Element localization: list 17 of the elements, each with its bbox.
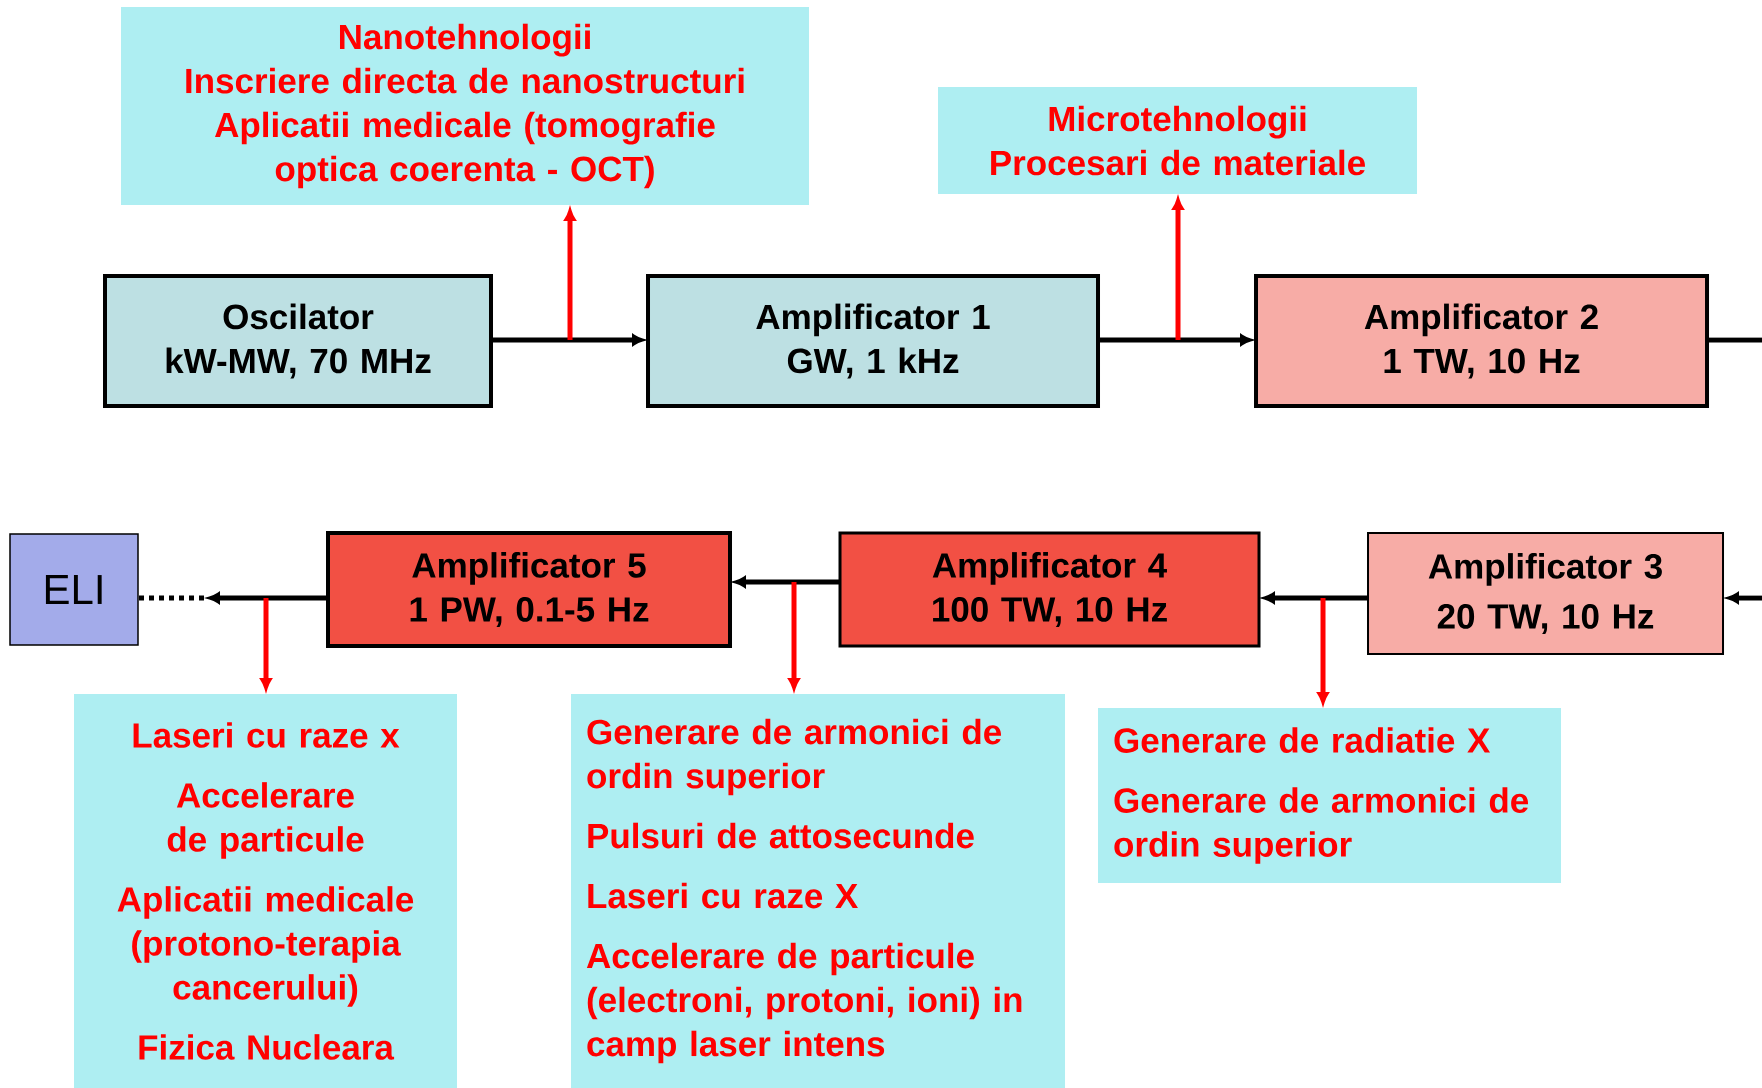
application-box: Generare de radiatie X Generare de armonici de ordin superior xyxy=(1098,708,1561,883)
arrow xyxy=(734,576,840,588)
application-box: Generare de armonici de ordin superior Pulsuri de attosecunde Laseri cu raze X Accelerare de particule (electroni, protoni, ioni) in camp laser intens xyxy=(571,694,1065,1088)
arrow xyxy=(1263,592,1368,604)
amplifier-box: Amplificator 4 100 TW, 10 Hz xyxy=(838,531,1261,648)
amplifier-box: Amplificator 5 1 PW, 0.1-5 Hz xyxy=(326,531,732,648)
amplifier-box: Amplificator 2 1 TW, 10 Hz xyxy=(1254,274,1709,408)
arrow xyxy=(1727,592,1762,604)
arrow xyxy=(1098,334,1252,346)
amplifier-box: Amplificator 1 GW, 1 kHz xyxy=(646,274,1100,408)
facility-box: ELI xyxy=(9,533,139,646)
application-box: Microtehnologii Procesari de materiale xyxy=(938,87,1417,194)
oscillator-box: Oscilator kW-MW, 70 MHz xyxy=(103,274,493,408)
amplifier-box: Amplificator 3 20 TW, 10 Hz xyxy=(1367,532,1724,655)
arrow xyxy=(491,334,644,346)
application-box: Laseri cu raze x Accelerare de particule Aplicatii medicale (protono-terapia cancerului) Fizica Nucleara xyxy=(74,694,457,1088)
application-box: Nanotehnologii Inscriere directa de nanostructuri Aplicatii medicale (tomografie optica coerenta - OCT) xyxy=(121,7,809,205)
